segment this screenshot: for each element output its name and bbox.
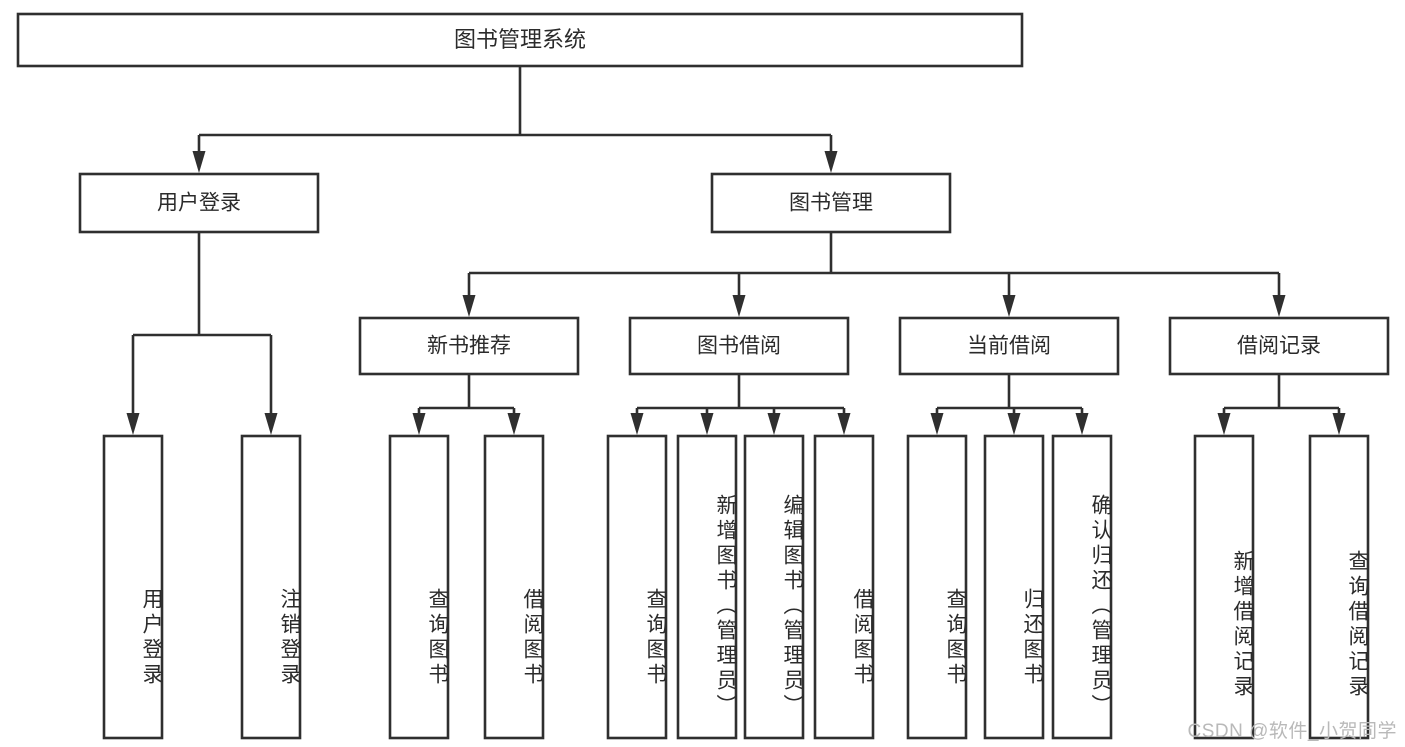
node-box-layer bbox=[16, 12, 1390, 740]
arrow-head bbox=[1272, 295, 1286, 317]
node-label-root: 图书管理系统 bbox=[454, 27, 586, 52]
node-leaf-user-logout[interactable] bbox=[240, 434, 302, 740]
node-leaf-query-record[interactable] bbox=[1308, 434, 1370, 740]
node-user-login[interactable] bbox=[78, 172, 320, 234]
node-leaf-return-book[interactable] bbox=[983, 434, 1045, 740]
arrow-head bbox=[930, 413, 944, 435]
node-current-borrow[interactable] bbox=[898, 316, 1120, 376]
node-label-user-login: 用户登录 bbox=[157, 192, 241, 215]
node-leaf-add-record[interactable] bbox=[1193, 434, 1255, 740]
connector-group-new-book-rec bbox=[412, 374, 521, 435]
arrow-head bbox=[412, 413, 426, 435]
node-new-book-rec[interactable] bbox=[358, 316, 580, 376]
arrow-head bbox=[264, 413, 278, 435]
node-label-new-book-rec: 新书推荐 bbox=[427, 335, 511, 358]
watermark: CSDN @软件_小贺同学 bbox=[1187, 721, 1397, 742]
arrow-head bbox=[1332, 413, 1346, 435]
arrow-head bbox=[1007, 413, 1021, 435]
arrow-head bbox=[1075, 413, 1089, 435]
node-leaf-borrow-book-2[interactable] bbox=[813, 434, 875, 740]
connector-group-root bbox=[192, 66, 838, 173]
node-book-manage[interactable] bbox=[710, 172, 952, 234]
node-leaf-query-book-2[interactable] bbox=[606, 434, 668, 740]
node-leaf-confirm-return[interactable] bbox=[1051, 434, 1113, 740]
node-leaf-edit-book[interactable] bbox=[743, 434, 805, 740]
node-root[interactable] bbox=[16, 12, 1024, 68]
connector-layer bbox=[126, 66, 1346, 435]
arrow-head bbox=[837, 413, 851, 435]
arrow-head bbox=[1217, 413, 1231, 435]
arrow-head bbox=[767, 413, 781, 435]
node-label-borrow-record: 借阅记录 bbox=[1237, 335, 1321, 358]
node-borrow-record[interactable] bbox=[1168, 316, 1390, 376]
arrow-head bbox=[1002, 295, 1016, 317]
arrow-head bbox=[507, 413, 521, 435]
node-leaf-add-book[interactable] bbox=[676, 434, 738, 740]
arrow-head bbox=[462, 295, 476, 317]
node-leaf-query-book-1[interactable] bbox=[388, 434, 450, 740]
node-label-book-borrow: 图书借阅 bbox=[697, 335, 781, 358]
node-label-book-manage: 图书管理 bbox=[789, 192, 873, 215]
connector-group-user-login bbox=[126, 232, 278, 435]
node-leaf-user-login[interactable] bbox=[102, 434, 164, 740]
node-leaf-borrow-book-1[interactable] bbox=[483, 434, 545, 740]
arrow-head bbox=[700, 413, 714, 435]
arrow-head bbox=[732, 295, 746, 317]
connector-group-borrow-record bbox=[1217, 374, 1346, 435]
connector-group-current-borrow bbox=[930, 374, 1089, 435]
arrow-head bbox=[126, 413, 140, 435]
arrow-head bbox=[630, 413, 644, 435]
arrow-head bbox=[192, 151, 206, 173]
node-leaf-query-book-3[interactable] bbox=[906, 434, 968, 740]
arrow-head bbox=[824, 151, 838, 173]
node-label-current-borrow: 当前借阅 bbox=[967, 335, 1051, 358]
node-book-borrow[interactable] bbox=[628, 316, 850, 376]
connector-group-book-manage bbox=[462, 232, 1286, 317]
connector-group-book-borrow bbox=[630, 374, 851, 435]
